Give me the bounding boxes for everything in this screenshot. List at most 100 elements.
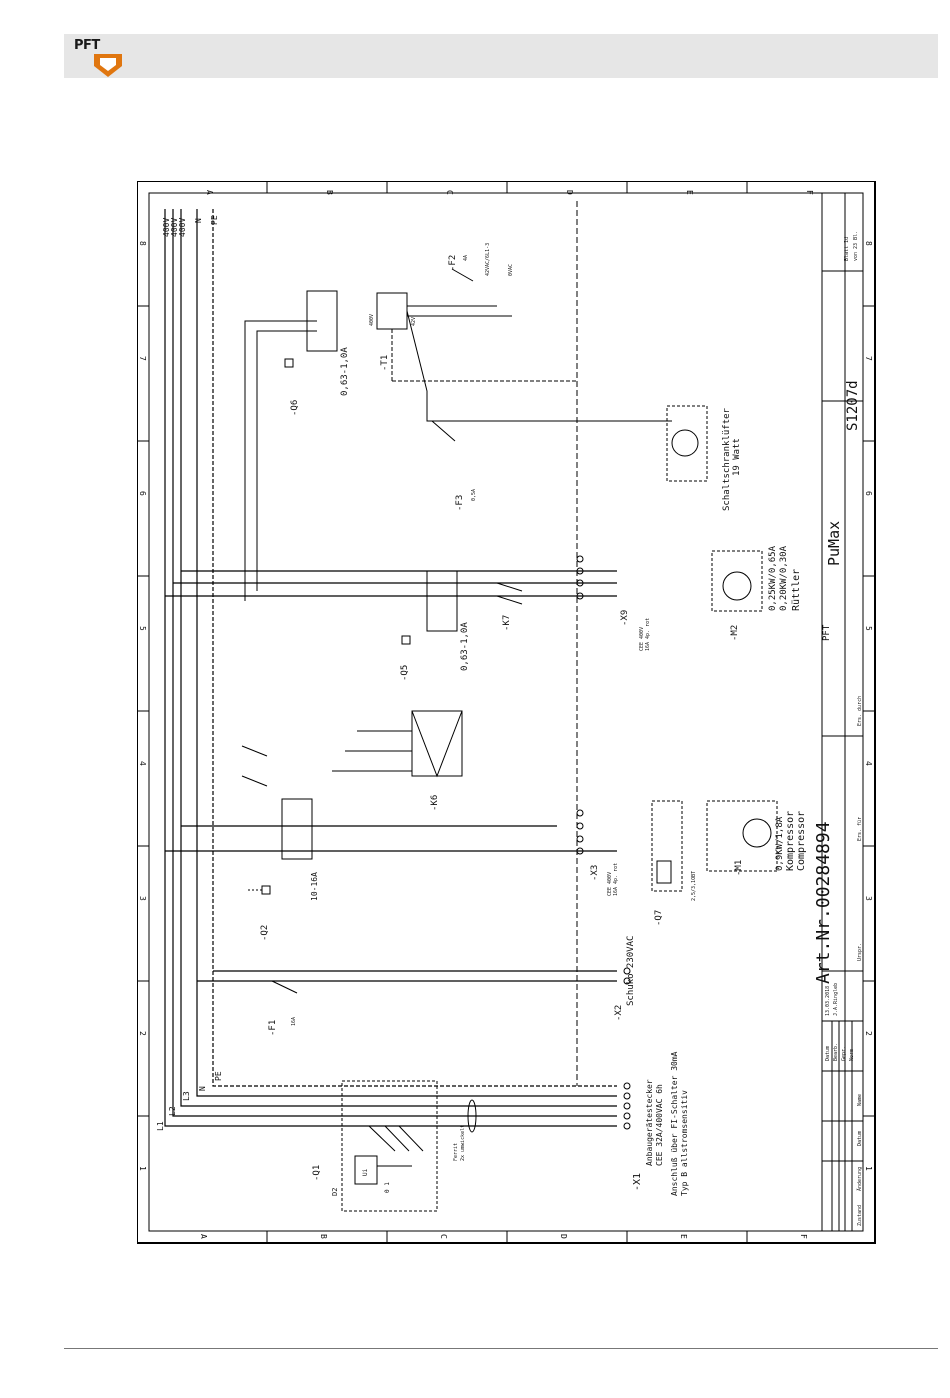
col-number: 1 bbox=[864, 1166, 873, 1171]
q6-rating: 0,63-1,0A bbox=[340, 347, 350, 396]
col-number: 5 bbox=[864, 626, 873, 631]
k6-label: -K6 bbox=[430, 795, 440, 811]
col-number: 3 bbox=[864, 896, 873, 901]
pe-label-bottom: PE bbox=[214, 1071, 223, 1081]
title-block-text: Art.Nr.00284894 PuMax S1207d PFT Datum 1… bbox=[813, 231, 863, 1226]
datum2-label: Datum bbox=[857, 1131, 863, 1146]
f3-rating: 0,5A bbox=[471, 489, 477, 501]
m1-name-de: Kompressor bbox=[785, 811, 796, 871]
col-number: 7 bbox=[138, 356, 147, 361]
d2-label: D2 bbox=[331, 1188, 339, 1196]
pft-small-logo: PFT bbox=[822, 624, 832, 641]
ers-fuer-label: Ers. für bbox=[857, 817, 863, 841]
ui-label: Ui bbox=[362, 1168, 369, 1176]
q1-labels: -Q1 D2 Ui 0 1 bbox=[312, 1165, 391, 1196]
pft-shield-icon bbox=[94, 54, 122, 77]
x3-desc-2: 16A 4p. rot bbox=[613, 863, 619, 896]
q1-label: -Q1 bbox=[312, 1165, 322, 1181]
t1-secondary: 42V bbox=[411, 317, 417, 326]
m2-name: Rüttler bbox=[791, 569, 802, 611]
col-number: 4 bbox=[138, 761, 147, 766]
fi-note-1: Anschluß über FI-Schalter 30mA bbox=[670, 1051, 679, 1196]
col-number: 1 bbox=[138, 1166, 147, 1171]
neutral-label: N bbox=[194, 218, 203, 223]
supply-rails bbox=[164, 209, 617, 1127]
rail-n bbox=[196, 209, 617, 1097]
x9-label: -X9 bbox=[620, 610, 630, 626]
row-letter: C bbox=[445, 190, 454, 195]
x1-label: -X1 bbox=[632, 1173, 643, 1191]
k6-contactor bbox=[332, 710, 463, 778]
footer-rule bbox=[64, 1348, 938, 1349]
col-number: 3 bbox=[138, 896, 147, 901]
q1-switch-label: 0 1 bbox=[384, 1182, 391, 1193]
supply-labels: 400V 400V 400V N PE L1 L2 L3 N PE bbox=[156, 215, 223, 1131]
q2-label: -Q2 bbox=[260, 925, 270, 941]
f1-x2 bbox=[271, 967, 631, 994]
title-block bbox=[821, 193, 863, 1231]
x9-desc-2: 16A 4p. rot bbox=[645, 618, 651, 651]
f3-label: -F3 bbox=[455, 495, 465, 511]
col-number: 8 bbox=[864, 241, 873, 246]
t1-primary: 400V bbox=[369, 314, 375, 326]
q1-main-switch bbox=[341, 1080, 438, 1212]
x2-label: -X2 bbox=[614, 1005, 624, 1021]
col-number: 6 bbox=[138, 491, 147, 496]
rail-l3 bbox=[180, 209, 617, 1107]
logo-text: PFT bbox=[74, 38, 100, 53]
row-letter: F bbox=[799, 1234, 808, 1239]
rail-pe bbox=[212, 209, 617, 1087]
row-letter: C bbox=[439, 1234, 448, 1239]
zero-volt-output: 0VAC bbox=[508, 264, 514, 276]
row-letter: B bbox=[325, 190, 334, 195]
x1-labels: -X1 Anbaugerätestecker CEE 32A/400VAC 6h… bbox=[453, 1051, 689, 1196]
n-label: N bbox=[198, 1086, 207, 1091]
q2-rating: 10-16A bbox=[310, 872, 319, 901]
gepr-label: Gepr. bbox=[841, 1046, 847, 1061]
col-number: 5 bbox=[138, 626, 147, 631]
blatt-label: Blatt 1d bbox=[844, 237, 850, 261]
col-number: 2 bbox=[138, 1031, 147, 1036]
q5-k7-x9-m2-labels: -Q5 0,63-1,0A -K7 -X9 CEE 400V 16A 4p. r… bbox=[400, 545, 802, 681]
l2-label: L2 bbox=[168, 1106, 177, 1116]
col-number: 7 bbox=[864, 356, 873, 361]
row-letter: A bbox=[199, 1234, 208, 1239]
norm-label: Norm bbox=[849, 1049, 855, 1061]
product-name: PuMax bbox=[825, 521, 843, 566]
q5-k7-x9-m2 bbox=[401, 550, 763, 645]
header-band bbox=[64, 34, 938, 78]
row-letter: D bbox=[565, 190, 574, 195]
m2-label: -M2 bbox=[730, 625, 740, 641]
x3-q7-m1 bbox=[576, 800, 778, 892]
col-number: 8 bbox=[138, 241, 147, 246]
m1-rating: 0,9KW/1,8A bbox=[775, 816, 785, 871]
q7-rating: 2,5/3,1OBT bbox=[691, 871, 697, 901]
zustand-label: Zustand bbox=[857, 1205, 863, 1226]
urspr-label: Urspr. bbox=[857, 943, 863, 961]
f2-output: 42VAC/6L1-3 bbox=[485, 243, 491, 276]
x3-desc-1: CEE 400V bbox=[607, 872, 613, 896]
column-numbers-left: 1 2 3 4 5 6 7 8 bbox=[138, 241, 147, 1171]
q6-label: -Q6 bbox=[290, 400, 300, 416]
pe-label: PE bbox=[210, 215, 219, 225]
article-number: Art.Nr.00284894 bbox=[813, 821, 834, 984]
col-number: 2 bbox=[864, 1031, 873, 1036]
fan-label-2: 19 Watt bbox=[732, 438, 742, 476]
circuit-diagram-sheet: A B C D E F A B C D E F 1 2 3 4 5 6 7 8 … bbox=[137, 181, 876, 1244]
l1-label: L1 bbox=[156, 1121, 165, 1131]
f2-rating: 4A bbox=[463, 255, 469, 261]
x1-desc-1: Anbaugerätestecker bbox=[645, 1079, 654, 1166]
voltage-label: 400V bbox=[162, 218, 171, 237]
datum-label: Datum bbox=[825, 1046, 831, 1061]
name-label: Name bbox=[857, 1094, 863, 1106]
f1-label: -F1 bbox=[268, 1020, 278, 1036]
row-letter: F bbox=[805, 190, 814, 195]
row-letter: B bbox=[319, 1234, 328, 1239]
datum-value: 13.03.2018 bbox=[825, 986, 831, 1016]
k7-label: -K7 bbox=[502, 615, 512, 631]
q5-rating: 0,63-1,0A bbox=[460, 622, 470, 671]
col-number: 4 bbox=[864, 761, 873, 766]
m2-rating-1: 0,25KW/0,65A bbox=[768, 545, 778, 611]
row-letter: E bbox=[685, 190, 694, 195]
voltage-label: 400V bbox=[170, 218, 179, 237]
